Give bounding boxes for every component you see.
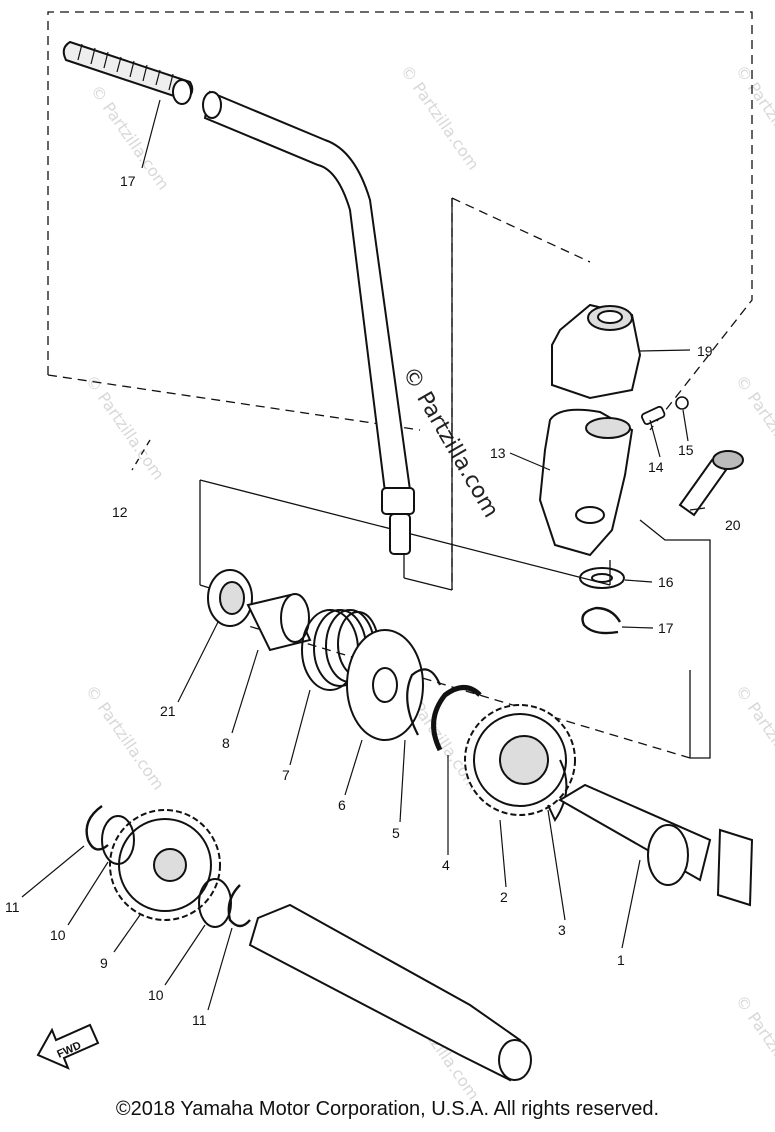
circlip-part (581, 606, 622, 635)
watermark: © Partzilla.com (732, 61, 775, 173)
idler-circlip-part (85, 805, 251, 928)
watermark: © Partzilla.com (732, 991, 775, 1103)
circlip-5-part (406, 668, 442, 736)
spring-guide-part (246, 593, 312, 652)
oil-seal-part (207, 569, 253, 627)
plate-washer-part (346, 629, 424, 741)
kick-gear-part (464, 704, 576, 816)
callout-11-right: 11 (192, 1012, 207, 1028)
callout-14: 14 (648, 459, 664, 475)
callout-6: 6 (338, 797, 346, 813)
shaft-part (248, 903, 532, 1082)
leader-lines (21, 99, 706, 1011)
callout-labels: 17 19 13 14 15 20 12 16 17 21 8 7 6 5 4 … (5, 173, 741, 1028)
callout-3: 3 (558, 922, 566, 938)
watermark: © Partzilla.com (732, 681, 775, 793)
callout-2: 2 (500, 889, 508, 905)
callout-15: 15 (678, 442, 694, 458)
clip-4-part (431, 685, 482, 752)
callout-18: 17 (120, 173, 136, 189)
callout-16: 16 (658, 574, 674, 590)
detent-ball-part (675, 396, 689, 410)
callout-19: 19 (697, 343, 713, 359)
callout-10-right: 10 (148, 987, 164, 1003)
callout-11-left: 11 (5, 899, 20, 915)
kick-lever-arm-part (202, 90, 415, 555)
callout-17: 17 (658, 620, 674, 636)
callout-13: 13 (490, 445, 506, 461)
callout-5: 5 (392, 825, 400, 841)
clip-spring-3-part (547, 759, 568, 823)
kick-axle-part (558, 783, 754, 907)
callout-20: 20 (725, 517, 741, 533)
callout-4: 4 (442, 857, 450, 873)
pinch-bolt-part (678, 450, 744, 517)
watermark: © Partzilla.com (82, 681, 168, 793)
kick-crank-boss-part (538, 408, 634, 557)
callout-8: 8 (222, 735, 230, 751)
thrust-washer-part (101, 815, 232, 928)
callout-1: 1 (617, 952, 625, 968)
callout-9: 9 (100, 955, 108, 971)
idler-gear-part (109, 809, 221, 921)
copyright-notice: ©2018 Yamaha Motor Corporation, U.S.A. A… (115, 1098, 660, 1120)
callout-7: 7 (282, 767, 290, 783)
watermark: © Partzilla.com (82, 371, 168, 483)
boot-part (551, 303, 642, 400)
callout-12: 12 (112, 504, 128, 520)
callout-21: 21 (160, 703, 176, 719)
detent-spring-part (641, 405, 666, 425)
callout-10-left: 10 (50, 927, 66, 943)
kick-grip-part (62, 40, 194, 105)
fwd-arrow-icon: FWD (36, 1023, 100, 1070)
watermark: © Partzilla.com (397, 61, 483, 173)
washer-part (579, 567, 625, 589)
